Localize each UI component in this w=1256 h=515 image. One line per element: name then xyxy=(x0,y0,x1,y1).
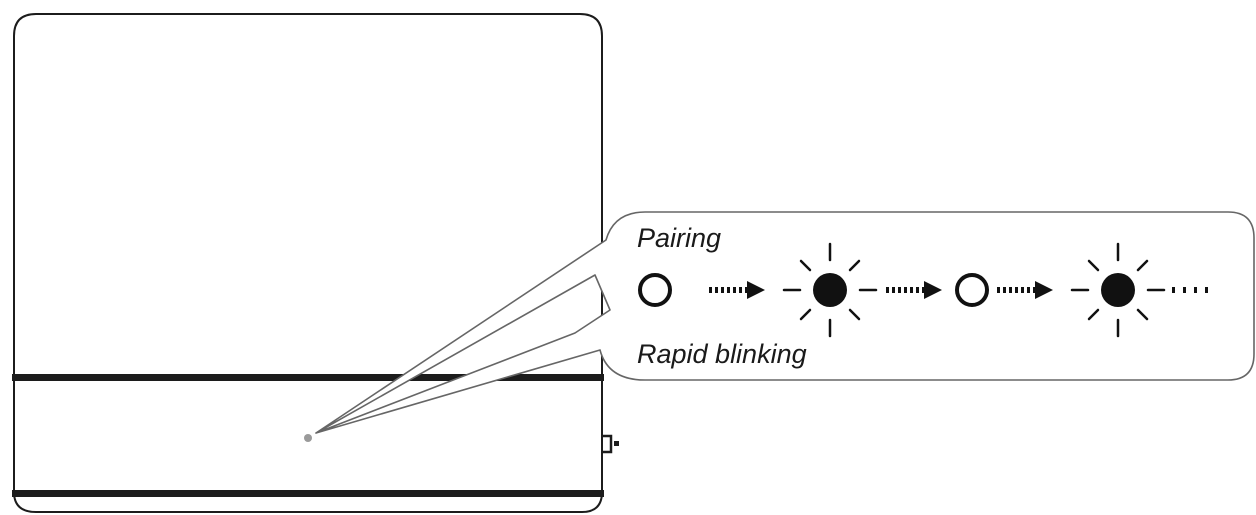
led-off-icon xyxy=(955,273,989,307)
callout-bubble xyxy=(315,211,1255,434)
device-band-bottom-line xyxy=(12,490,604,497)
led-on-icon xyxy=(1070,242,1166,338)
rapid-blinking-label: Rapid blinking xyxy=(637,339,807,369)
led-off-icon xyxy=(638,273,672,307)
device xyxy=(12,13,619,513)
arrow-head-icon xyxy=(1035,281,1053,299)
indicator-led-dot xyxy=(304,434,312,442)
side-connector-port xyxy=(602,434,613,454)
arrow-head-icon xyxy=(924,281,942,299)
side-connector-pin xyxy=(614,441,619,446)
led-on-icon xyxy=(782,242,878,338)
led-sequence xyxy=(638,242,1212,338)
arrow-head-icon xyxy=(747,281,765,299)
pairing-label: Pairing xyxy=(637,223,721,253)
device-band-top-line xyxy=(12,374,604,381)
